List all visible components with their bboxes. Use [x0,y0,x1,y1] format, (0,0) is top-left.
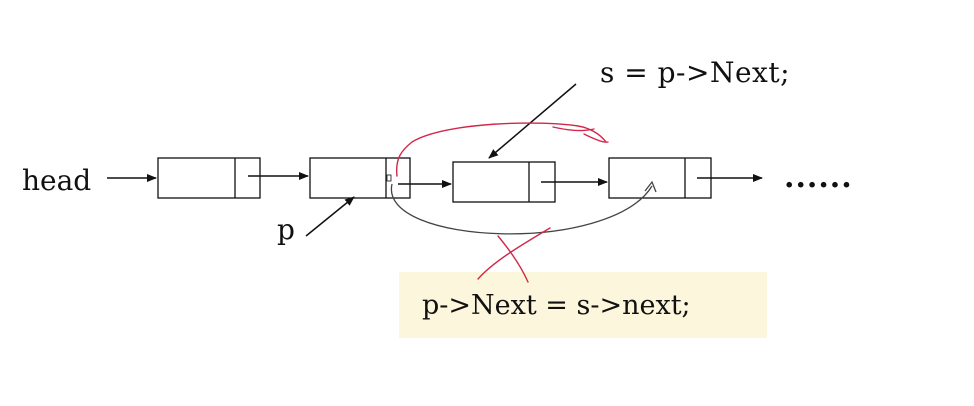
s-pointer-arrow [488,83,577,159]
node-s [452,161,556,203]
s-assignment-code: s = p->Next; [600,56,791,89]
node-1 [157,157,261,199]
bypass-curve-head [644,180,657,193]
red-arrowhead-stroke [552,126,609,143]
node-1-box [157,157,261,199]
node-s-box [452,161,556,203]
code-highlight-background [399,272,767,338]
head-label: head [22,164,92,197]
node-p-mark [386,174,392,182]
p-pointer-arrow [305,196,355,237]
red-cross-stroke-1 [477,227,551,280]
bypass-curve [391,183,653,235]
p-label: p [277,213,295,246]
node-p-box [309,157,411,199]
list-continuation-ellipsis: ...... [784,160,853,195]
node-p [309,157,411,199]
node-4-box [608,157,712,199]
red-cross-stroke-2 [497,235,529,283]
node-4 [608,157,712,199]
p-next-assignment-code: p->Next = s->next; [422,290,691,321]
